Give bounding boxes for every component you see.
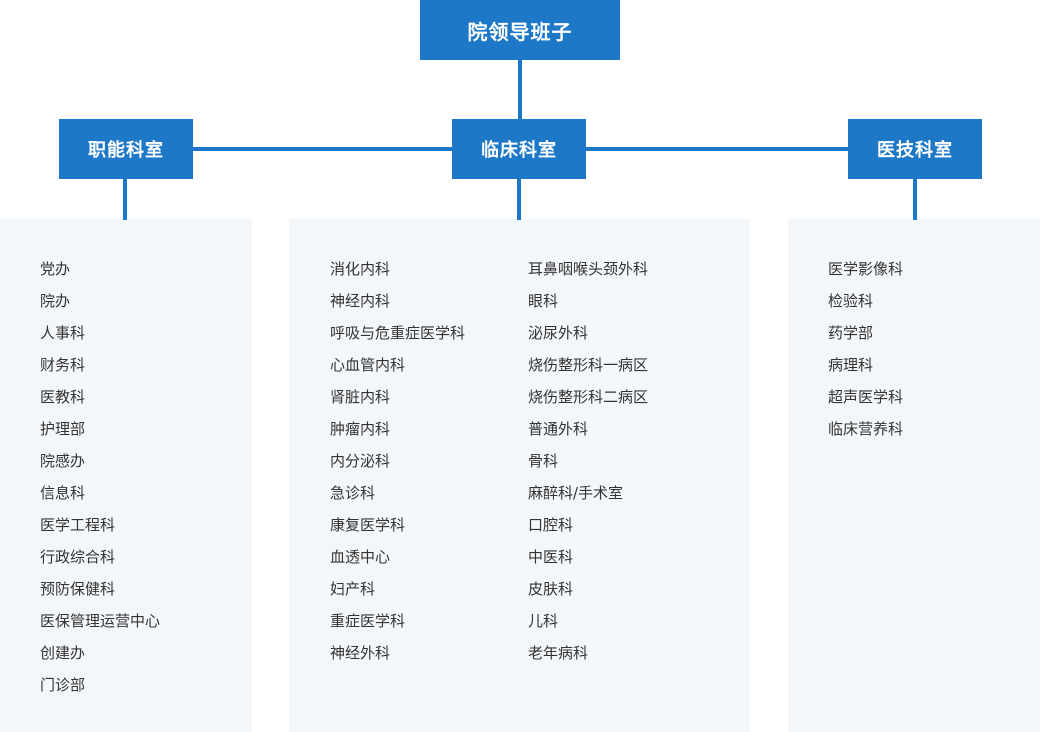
department-item: 医教科 xyxy=(40,388,86,406)
department-item: 普通外科 xyxy=(528,420,589,438)
functional-departments-panel: 党办 院办 人事科 财务科 医教科 护理部 院感办 信息科 医学工程科 行政综合… xyxy=(0,219,252,732)
department-item: 眼科 xyxy=(528,292,559,310)
medtech-departments-panel: 医学影像科 检验科 药学部 病理科 超声医学科 临床营养科 xyxy=(788,219,1040,732)
department-item: 肾脏内科 xyxy=(330,388,391,406)
department-item: 急诊科 xyxy=(330,484,376,502)
department-item: 骨科 xyxy=(528,452,559,470)
branch-node-medtech: 医技科室 xyxy=(848,119,982,179)
department-item: 门诊部 xyxy=(40,676,86,694)
root-node-leadership: 院领导班子 xyxy=(420,0,620,60)
branch-node-clinical: 临床科室 xyxy=(452,119,586,179)
department-item: 院感办 xyxy=(40,452,86,470)
department-item: 皮肤科 xyxy=(528,580,574,598)
department-item: 病理科 xyxy=(828,356,874,374)
connector-medtech-vertical xyxy=(913,179,917,220)
department-item: 神经内科 xyxy=(330,292,391,310)
department-item: 消化内科 xyxy=(330,260,391,278)
department-item: 创建办 xyxy=(40,644,86,662)
department-item: 重症医学科 xyxy=(330,612,406,630)
department-item: 医学工程科 xyxy=(40,516,116,534)
department-item: 超声医学科 xyxy=(828,388,904,406)
department-item: 党办 xyxy=(40,260,71,278)
department-item: 行政综合科 xyxy=(40,548,116,566)
department-item: 检验科 xyxy=(828,292,874,310)
connector-functional-vertical xyxy=(123,179,127,220)
clinical-departments-panel: 消化内科 神经内科 呼吸与危重症医学科 心血管内科 肾脏内科 肿瘤内科 内分泌科… xyxy=(289,219,750,732)
department-item: 儿科 xyxy=(528,612,559,630)
department-item: 信息科 xyxy=(40,484,86,502)
department-item: 人事科 xyxy=(40,324,86,342)
connector-root-vertical xyxy=(518,60,522,120)
department-item: 烧伤整形科二病区 xyxy=(528,388,649,406)
department-item: 呼吸与危重症医学科 xyxy=(330,324,466,342)
department-item: 药学部 xyxy=(828,324,874,342)
department-item: 预防保健科 xyxy=(40,580,116,598)
department-item: 医保管理运营中心 xyxy=(40,612,161,630)
department-item: 内分泌科 xyxy=(330,452,391,470)
department-item: 口腔科 xyxy=(528,516,574,534)
connector-clinical-vertical xyxy=(517,179,521,220)
department-item: 神经外科 xyxy=(330,644,391,662)
department-item: 烧伤整形科一病区 xyxy=(528,356,649,374)
department-item: 妇产科 xyxy=(330,580,376,598)
department-item: 麻醉科/手术室 xyxy=(528,484,624,502)
department-item: 护理部 xyxy=(40,420,86,438)
department-item: 血透中心 xyxy=(330,548,391,566)
branch-node-functional: 职能科室 xyxy=(59,119,193,179)
department-item: 康复医学科 xyxy=(330,516,406,534)
department-item: 临床营养科 xyxy=(828,420,904,438)
department-item: 肿瘤内科 xyxy=(330,420,391,438)
department-item: 院办 xyxy=(40,292,71,310)
clinical-column-1: 消化内科 神经内科 呼吸与危重症医学科 心血管内科 肾脏内科 肿瘤内科 内分泌科… xyxy=(330,253,528,732)
department-item: 耳鼻咽喉头颈外科 xyxy=(528,260,649,278)
department-item: 泌尿外科 xyxy=(528,324,589,342)
clinical-column-2: 耳鼻咽喉头颈外科 眼科 泌尿外科 烧伤整形科一病区 烧伤整形科二病区 普通外科 … xyxy=(528,253,750,732)
department-item: 心血管内科 xyxy=(330,356,406,374)
department-item: 老年病科 xyxy=(528,644,589,662)
department-item: 中医科 xyxy=(528,548,574,566)
department-item: 财务科 xyxy=(40,356,86,374)
department-item: 医学影像科 xyxy=(828,260,904,278)
